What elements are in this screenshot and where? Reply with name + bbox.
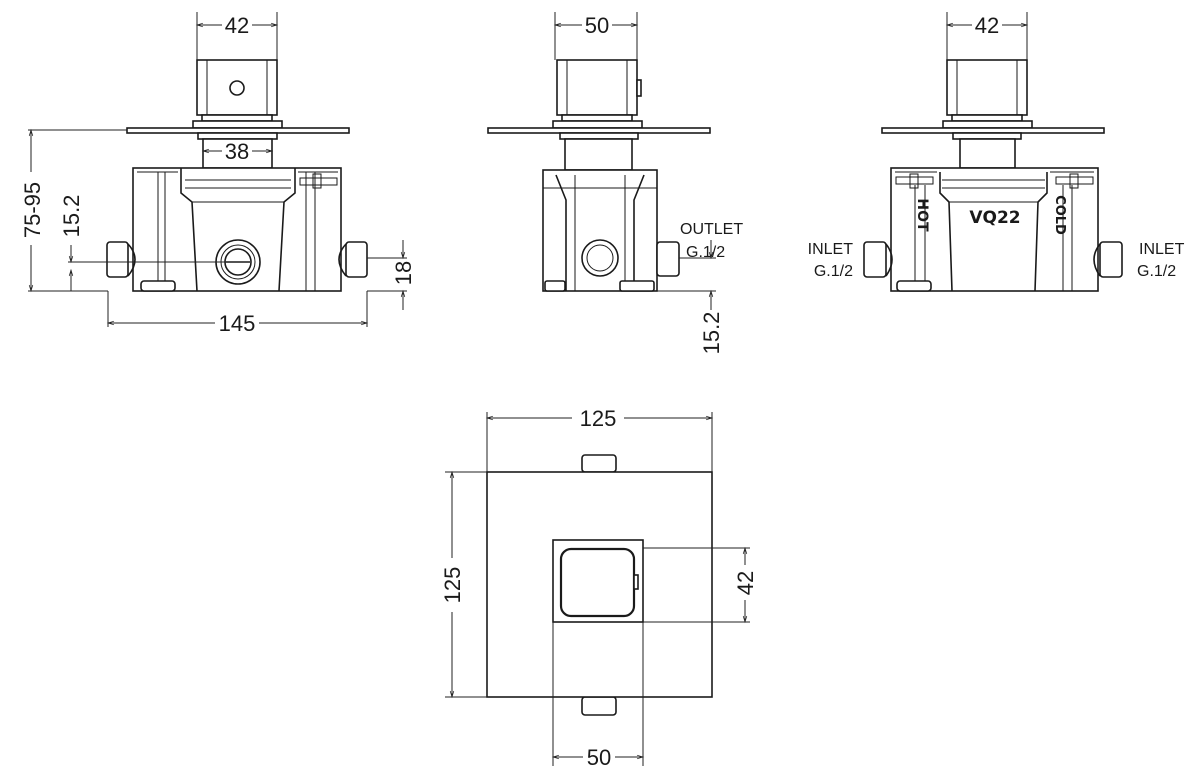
handle-base [552, 539, 644, 623]
inlet-fitting-left [106, 241, 136, 278]
top-nub [581, 454, 617, 473]
dimension-label: 38 [225, 139, 249, 164]
hot-mark: HOT [914, 198, 930, 232]
dimension-label: 42 [225, 13, 249, 38]
dimension-handle-height: 42 [643, 546, 758, 624]
dimension-label: 42 [975, 13, 999, 38]
inlet-right-thread: G.1/2 [1137, 263, 1176, 280]
handle [946, 59, 1028, 116]
front-view: 42 38 75-95 15.2 18 14 [20, 12, 416, 336]
plate-view: 125 125 42 50 [440, 406, 758, 770]
dimension-inlet-height: 18 [367, 240, 416, 310]
valve-body [132, 167, 342, 292]
stem [202, 138, 273, 169]
valve-body [542, 169, 658, 292]
dimension-label: 15.2 [699, 312, 724, 355]
dimension-label: 50 [587, 745, 611, 770]
inlet-fitting-right [338, 241, 368, 278]
inlet-fitting-left [863, 241, 893, 278]
dimension-outlet-height: 15.2 [59, 195, 226, 291]
dimension-label: 15.2 [59, 195, 84, 238]
dimension-label: 50 [585, 13, 609, 38]
collar [192, 120, 283, 129]
model-mark: VQ22 [969, 208, 1020, 228]
wall-plate [486, 471, 713, 698]
dimension-label: 125 [440, 567, 465, 604]
dimension-handle-width: 50 [553, 12, 639, 60]
outlet-label: OUTLET [680, 221, 743, 238]
handle [196, 59, 278, 122]
dimension-stem-width: 38 [201, 139, 274, 164]
handle [556, 59, 638, 116]
dimension-handle-width: 42 [195, 12, 279, 60]
dimension-label: 145 [219, 311, 256, 336]
dimension-plate-width: 125 [485, 406, 714, 472]
side-view: OUTLET G.1/2 50 15.2 [487, 12, 743, 354]
outlet-thread-label: G.1/2 [686, 244, 725, 261]
dimension-plate-height: 125 [440, 470, 487, 699]
bottom-nub [581, 696, 617, 716]
dimension-body-width: 145 [106, 291, 369, 336]
dimension-label: 42 [733, 571, 758, 595]
cold-mark: COLD [1052, 195, 1067, 235]
outlet-port [581, 239, 619, 277]
stem [959, 138, 1016, 169]
dimension-outlet-height: 15.2 [657, 240, 724, 354]
inlet-fitting-right [1093, 241, 1123, 278]
dimension-handle-width: 50 [551, 622, 645, 770]
inlet-right-label: INLET [1139, 241, 1185, 258]
rear-view: VQ22 HOT COLD INLET G.1/2 INLET G.1/2 42 [808, 12, 1185, 292]
dimension-label: 125 [580, 406, 617, 431]
dimension-handle-width: 42 [945, 12, 1029, 60]
stem [564, 138, 633, 171]
inlet-left-label: INLET [808, 241, 854, 258]
outlet-fitting [656, 241, 680, 277]
dimension-depth: 75-95 [20, 128, 127, 293]
inlet-left-thread: G.1/2 [814, 263, 853, 280]
dimension-label: 18 [391, 261, 416, 285]
dimension-label: 75-95 [20, 182, 45, 238]
valve-body [890, 167, 1099, 292]
